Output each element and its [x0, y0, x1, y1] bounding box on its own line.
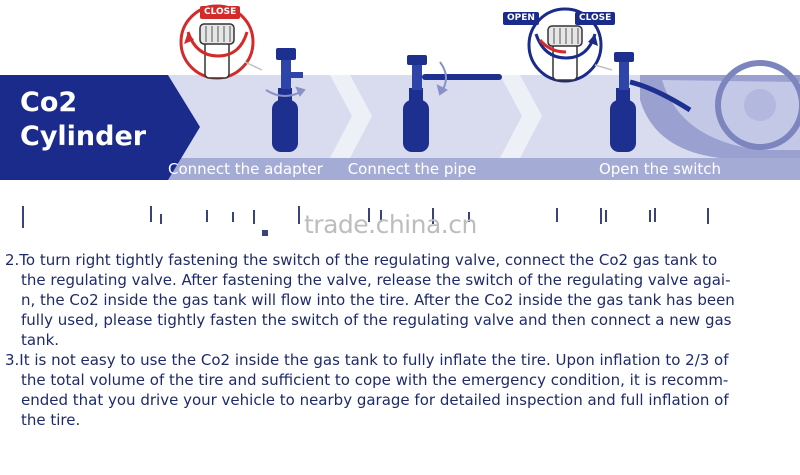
watermark-text: trade.china.cn: [304, 210, 477, 239]
valve-close-zoom-icon: [179, 4, 255, 80]
cropped-text-line: [22, 206, 709, 236]
co2-cylinder-2-icon: [403, 55, 502, 152]
instruction-banner: [0, 4, 800, 180]
instruction-2-line-3: n, the Co2 inside the gas tank will flow…: [21, 291, 735, 309]
step-label-connect-adapter: Connect the adapter: [168, 160, 323, 178]
close-badge-right: CLOSE: [575, 12, 616, 25]
chevron-divider-2: [500, 75, 542, 158]
step-label-open-switch: Open the switch: [598, 160, 722, 178]
instruction-3-line-4: the tire.: [21, 411, 81, 429]
instruction-item-3: 3.It is not easy to use the Co2 inside t…: [5, 350, 795, 430]
title-line-2: Cylinder: [20, 121, 147, 152]
instructions-block: 2.To turn right tightly fastening the sw…: [5, 250, 795, 430]
co2-cylinder-1-icon: [272, 48, 303, 152]
title-chevron: [0, 75, 200, 180]
label-strip: [0, 158, 800, 180]
instruction-item-2: 2.To turn right tightly fastening the sw…: [5, 250, 795, 350]
banner-title: Co2 Cylinder: [20, 86, 146, 154]
zoom-pointer-2: [594, 64, 613, 71]
rotate-arrow-2-icon: [436, 61, 448, 96]
instruction-2-line-2: the regulating valve. After fastening th…: [21, 271, 731, 289]
valve-open-close-zoom-icon: [527, 7, 603, 83]
co2-cylinder-3-icon: [610, 52, 692, 152]
title-line-1: Co2: [20, 87, 78, 118]
instruction-3-line-3: ended that you drive your vehicle to nea…: [21, 391, 729, 409]
instruction-2-line-5: tank.: [21, 331, 60, 349]
step-label-connect-pipe: Connect the pipe: [347, 160, 477, 178]
instruction-2-line-4: fully used, please tightly fasten the sw…: [21, 311, 732, 329]
close-badge-left: CLOSE: [200, 6, 241, 19]
instruction-2-line-1: 2.To turn right tightly fastening the sw…: [5, 251, 718, 269]
instruction-3-line-1: 3.It is not easy to use the Co2 inside t…: [5, 351, 729, 369]
tire-icon: [640, 60, 800, 158]
instruction-3-line-2: the total volume of the tire and suffici…: [21, 371, 729, 389]
zoom-pointer-1: [244, 61, 263, 71]
open-badge: OPEN: [503, 12, 539, 25]
rotate-arrow-1-icon: [265, 86, 306, 97]
chevron-divider-1: [330, 75, 372, 158]
